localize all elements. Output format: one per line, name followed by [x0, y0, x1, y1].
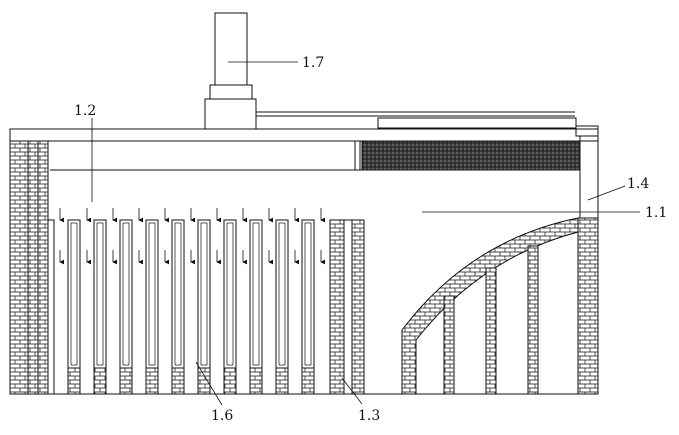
tube — [249, 219, 263, 395]
tube — [171, 219, 185, 395]
chimney — [204, 12, 257, 130]
label-partition: 1.3 — [358, 408, 380, 424]
label-chamber: 1.1 — [645, 205, 667, 221]
label-flow-zone: 1.2 — [74, 103, 96, 119]
tube — [93, 219, 107, 395]
left-brick-wall — [9, 140, 49, 395]
tube — [223, 219, 237, 395]
flow-arrows — [59, 208, 325, 265]
label-outer-wall: 1.4 — [627, 176, 649, 192]
tube — [301, 219, 315, 395]
tube — [275, 219, 289, 395]
tube — [145, 219, 159, 395]
tube — [197, 219, 211, 395]
tube — [67, 219, 81, 395]
right-outer-wall — [577, 136, 599, 395]
tube — [119, 219, 133, 395]
label-chimney: 1.7 — [302, 55, 324, 71]
leader-lines — [91, 61, 640, 406]
label-tubes: 1.6 — [211, 408, 233, 424]
tube-bank — [47, 219, 315, 395]
brick-arch — [401, 217, 579, 395]
wall-tube — [47, 219, 55, 395]
partition-wall — [329, 219, 365, 395]
insulation-block — [361, 140, 581, 171]
top-duct — [256, 111, 599, 137]
